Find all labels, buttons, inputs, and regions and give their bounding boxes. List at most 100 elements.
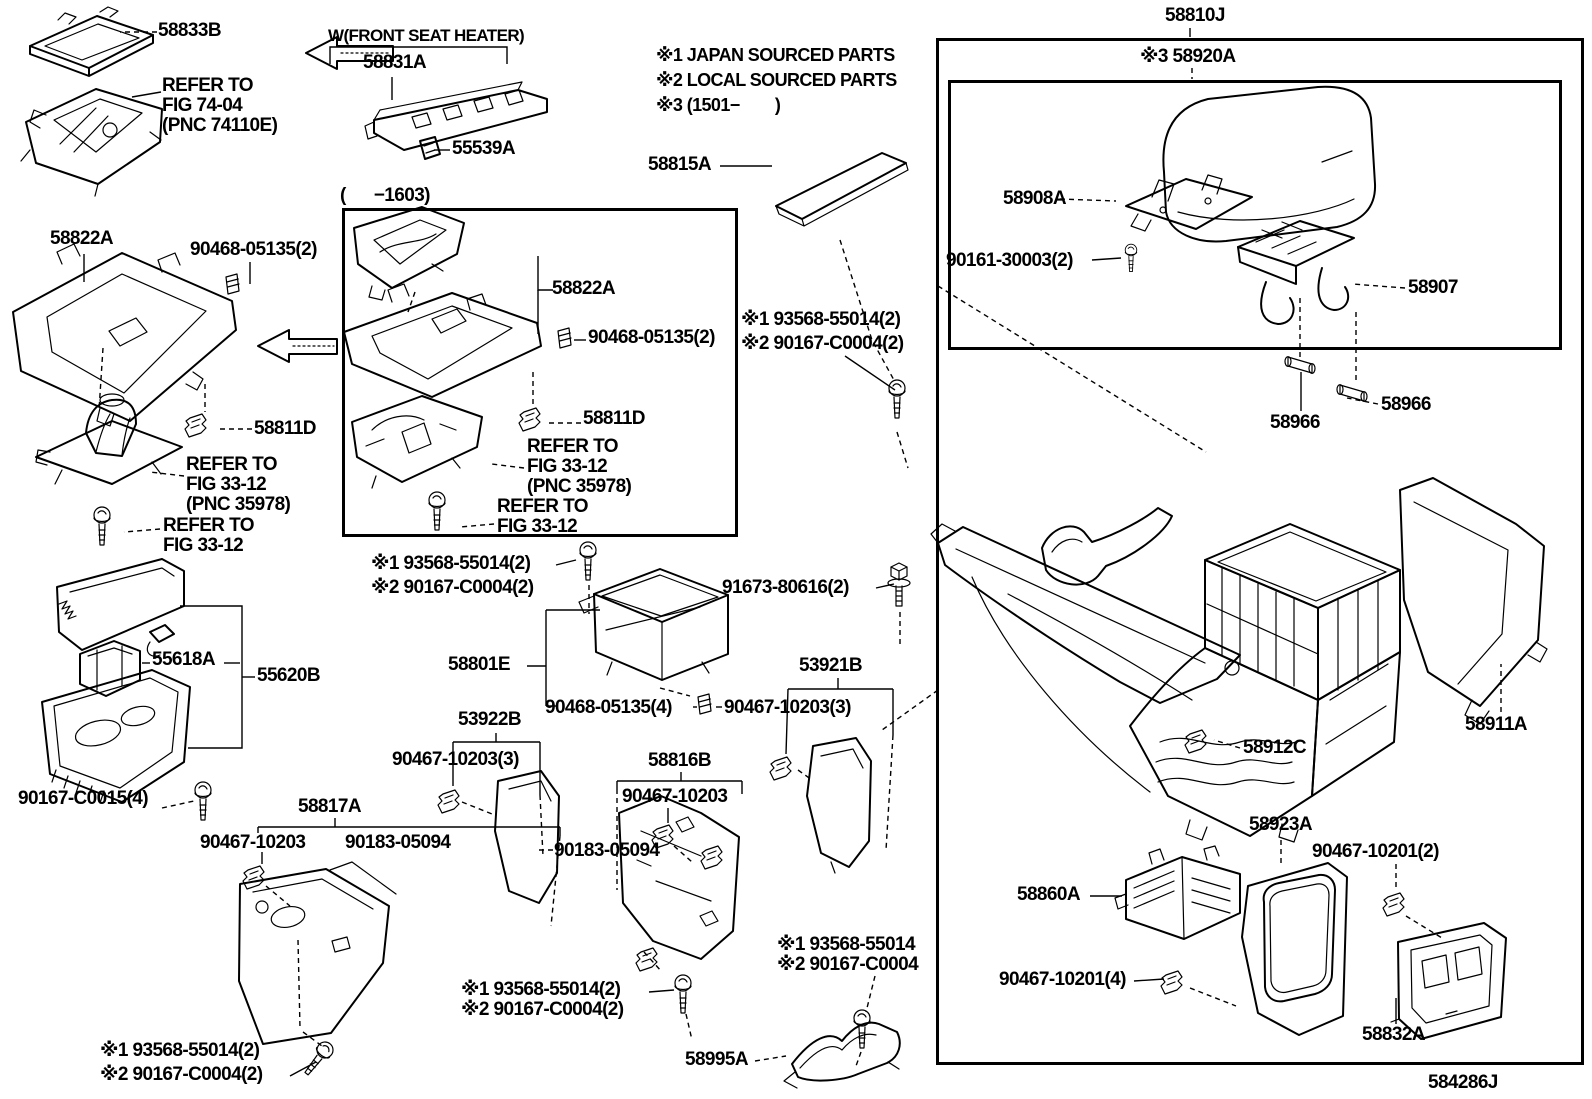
- leader-line: [555, 559, 577, 566]
- hinge-58908A-drawing: [1125, 174, 1253, 232]
- legend-note-1: ※1 JAPAN SOURCED PARTS: [656, 45, 895, 65]
- label-55539A: 55539A: [452, 138, 516, 159]
- mat-58815A-drawing: [775, 152, 909, 227]
- shift-boot-drawing: [35, 393, 183, 485]
- group-box-1603: [342, 208, 738, 537]
- label-58831A: 58831A: [363, 52, 427, 73]
- leader-line: [1091, 257, 1122, 261]
- label-58860A: 58860A: [1017, 884, 1081, 905]
- label-note-93568-bl: ※1 93568-55014(2): [100, 1040, 260, 1061]
- leader-line: [550, 835, 561, 927]
- leader-line: [797, 769, 813, 781]
- label-refer-3312d-2: FIG 33-12: [497, 516, 578, 537]
- group-box-58810J: [936, 38, 1584, 1065]
- latch-58907-drawing: [1237, 220, 1355, 325]
- label-90467-10203-b: 90467-10203: [622, 786, 728, 807]
- label-refer-fig74-1: REFER TO: [162, 75, 254, 96]
- label-58815A: 58815A: [648, 154, 712, 175]
- label-90468-05135-left: 90468-05135(2): [190, 239, 317, 260]
- label-note-90167-bc: ※2 90167-C0004(2): [461, 999, 624, 1020]
- bracket-58995A-drawing: [783, 1021, 901, 1089]
- label-58810J: 58810J: [1165, 5, 1225, 26]
- label-58966-b: 58966: [1270, 412, 1320, 433]
- label-58920A: ※3 58920A: [1140, 46, 1236, 67]
- label-note-90167-bl: ※2 90167-C0004(2): [100, 1064, 263, 1085]
- leader-line: [161, 800, 195, 809]
- label-58801E: 58801E: [448, 654, 511, 675]
- label-refer-3312c-1: REFER TO: [527, 436, 619, 457]
- label-note-93568-bc: ※1 93568-55014(2): [461, 979, 621, 1000]
- leader-line: [1059, 198, 1117, 202]
- leader-line: [896, 431, 909, 469]
- leader-line: [459, 523, 495, 528]
- label-refer-fig74-2: FIG 74-04: [162, 95, 243, 116]
- label-90167-C0015: 90167-C0015(4): [18, 788, 149, 809]
- label-58907: 58907: [1408, 277, 1458, 298]
- cup-insert-55618A-drawing: [79, 640, 141, 697]
- legend-note-3: ※3 (1501− ): [656, 95, 781, 115]
- label-58995A: 58995A: [685, 1049, 749, 1070]
- label-91673-80616: 91673-80616(2): [722, 577, 849, 598]
- label-58822A-box: 58822A: [552, 278, 616, 299]
- leader-line: [839, 239, 896, 383]
- group-box-58920A: [948, 80, 1562, 350]
- label-58923A: 58923A: [1249, 814, 1313, 835]
- leader-line: [685, 1013, 693, 1041]
- bezel-58832A-drawing: [1390, 922, 1507, 1040]
- label-58911A: 58911A: [1465, 714, 1528, 735]
- label-90161-30003: 90161-30003(2): [946, 250, 1073, 271]
- leader-line: [881, 689, 939, 731]
- bin-58801E-drawing: [578, 568, 729, 681]
- legend-note-2: ※2 LOCAL SOURCED PARTS: [656, 70, 897, 90]
- label-58816B: 58816B: [648, 750, 712, 771]
- leader-line: [407, 291, 416, 313]
- label-refer-3312d-1: REFER TO: [497, 496, 589, 517]
- label-90183-05094-a: 90183-05094: [345, 832, 451, 853]
- label-58832A: 58832A: [1362, 1024, 1426, 1045]
- cover-53921B-drawing: [806, 737, 872, 874]
- fig74-housing-drawing: [20, 88, 163, 197]
- leader-line: [98, 347, 104, 411]
- label-53921B: 53921B: [799, 655, 863, 676]
- label-58908A: 58908A: [1003, 188, 1067, 209]
- label-note-93568-br: ※1 93568-55014: [777, 934, 916, 955]
- label-90467-10203-3b: 90467-10203(3): [724, 697, 851, 718]
- panel-53922B-drawing: [494, 770, 560, 904]
- label-90468-05135-box: 90468-05135(2): [588, 327, 715, 348]
- label-dash-1603: ( −1603): [340, 185, 430, 206]
- leader-line: [149, 471, 185, 477]
- label-55618A: 55618A: [152, 649, 216, 670]
- label-note-90167-mid: ※2 90167-C0004(2): [371, 577, 534, 598]
- leader-line: [1213, 739, 1241, 749]
- label-90467-10201-2: 90467-10201(2): [1312, 841, 1439, 862]
- label-58817A: 58817A: [298, 796, 362, 817]
- label-note-93568-mid: ※1 93568-55014(2): [371, 553, 531, 574]
- leader-line: [297, 939, 301, 1029]
- label-note-90167-br: ※2 90167-C0004: [777, 954, 919, 975]
- label-58966-a: 58966: [1381, 394, 1431, 415]
- leader-line: [865, 975, 876, 1013]
- leader-line: [785, 688, 789, 755]
- switch-bezel-58833B-drawing: [29, 6, 154, 77]
- leader-line: [648, 989, 675, 993]
- clip-55539A-drawing: [419, 136, 441, 160]
- lower-cover-58817A-drawing: [238, 861, 397, 1045]
- leader-line: [289, 1061, 317, 1077]
- leader-line: [302, 1031, 323, 1047]
- armrest-lid-drawing: [1162, 85, 1377, 243]
- heater-switch-panel-58831A-drawing: [364, 81, 548, 151]
- label-58822A-left: 58822A: [50, 228, 114, 249]
- leader-line: [131, 91, 162, 98]
- leader-line: [855, 1051, 862, 1067]
- label-refer-3312b-1: REFER TO: [163, 515, 255, 536]
- label-53922B: 53922B: [458, 709, 522, 730]
- label-front-seat-heater: W(FRONT SEAT HEATER): [328, 26, 525, 45]
- tray-55620B-drawing: [41, 669, 191, 804]
- label-refer-3312a-2: FIG 33-12: [186, 474, 267, 495]
- shift-assembly-box-drawing: [351, 395, 483, 489]
- console-body-drawing: [930, 523, 1401, 843]
